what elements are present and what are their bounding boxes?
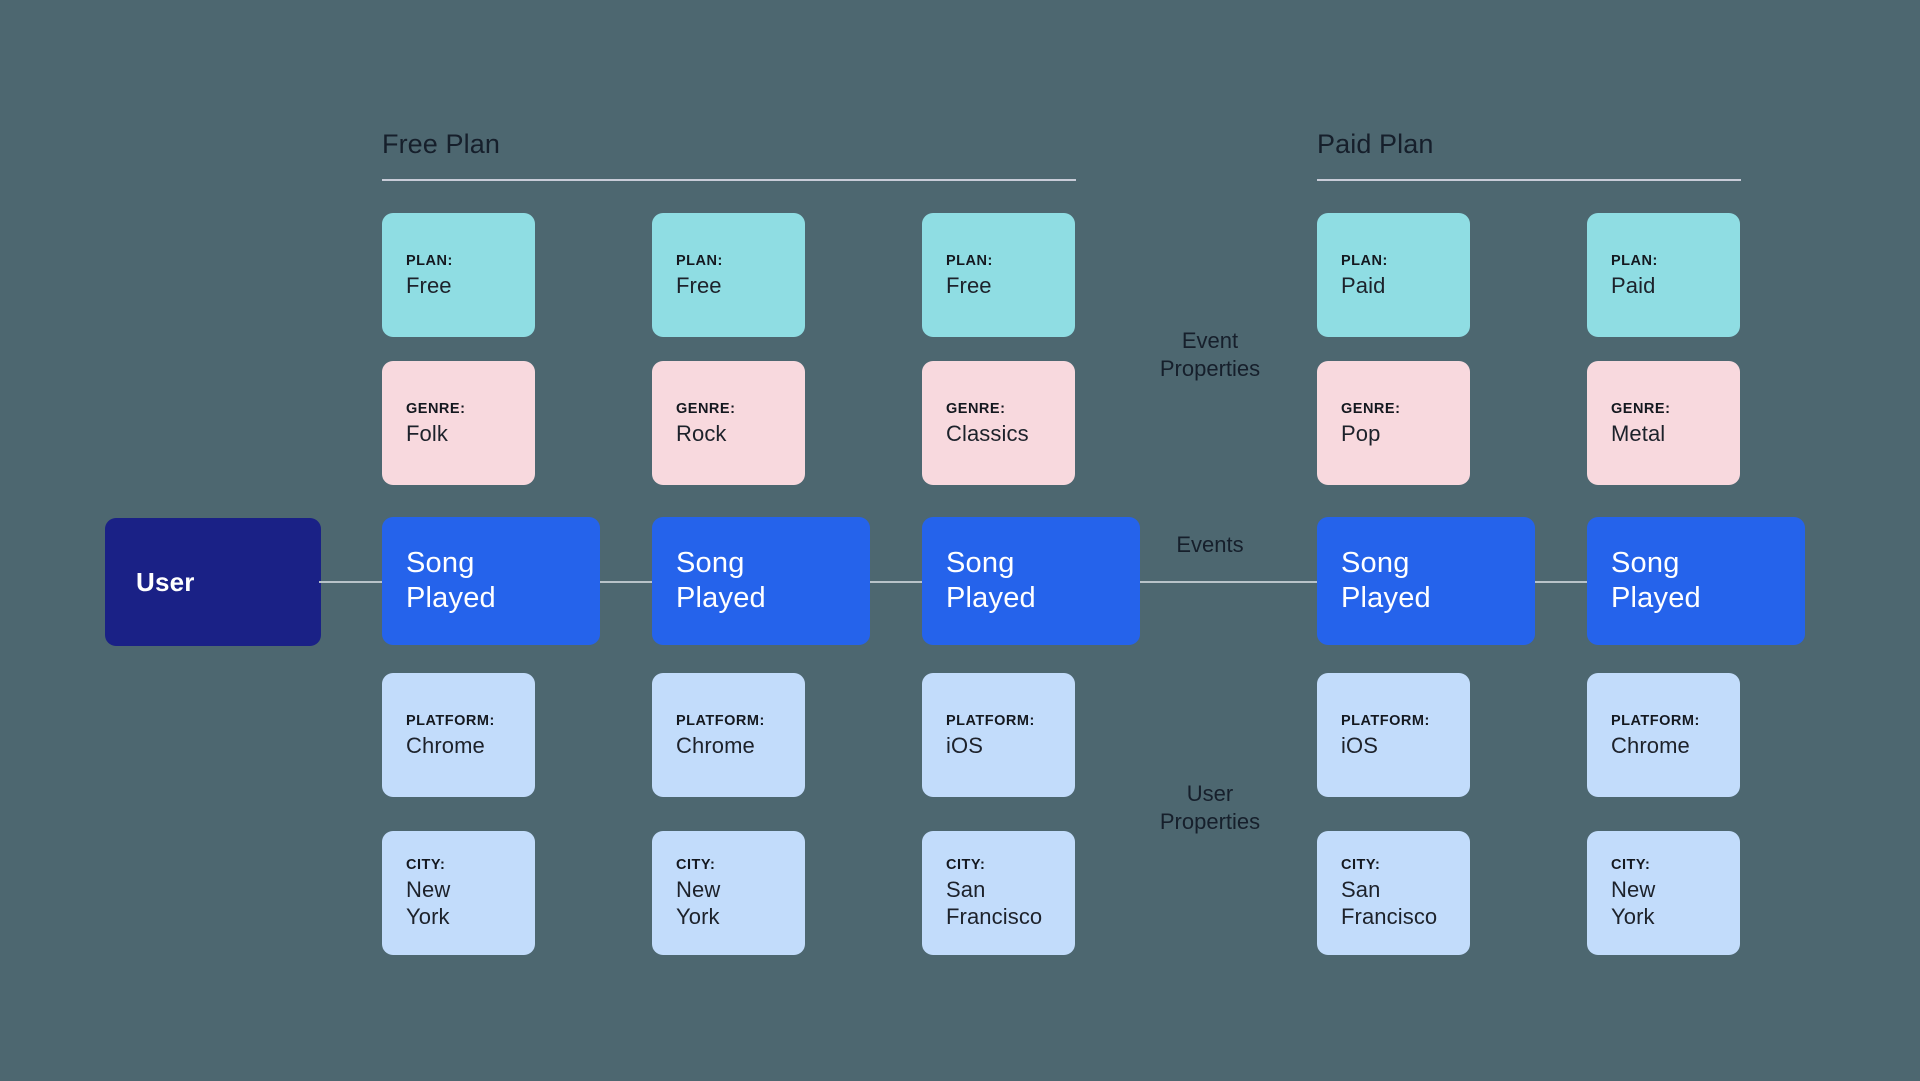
platform-card-2-value: Chrome (676, 732, 755, 758)
city-card-4-key: CITY: (1341, 857, 1381, 873)
city-card-3-key: CITY: (946, 857, 986, 873)
platform-card-1-value: Chrome (406, 732, 485, 758)
plan-card-5[interactable]: PLAN: Paid (1587, 213, 1740, 337)
plan-card-4[interactable]: PLAN: Paid (1317, 213, 1470, 337)
event-node-1[interactable]: Song Played (382, 517, 600, 645)
event-node-1-label: Song Played (406, 547, 496, 614)
connector-user-to-event-1 (319, 581, 385, 583)
city-card-1-value: New York (406, 877, 451, 929)
city-card-5-value: New York (1611, 877, 1656, 929)
connector-event-1-to-2 (598, 581, 655, 583)
annotation-user-properties: User Properties (1159, 781, 1261, 834)
event-node-3[interactable]: Song Played (922, 517, 1140, 645)
platform-card-1-key: PLATFORM: (406, 712, 495, 729)
genre-card-3-value: Classics (946, 420, 1029, 446)
plan-card-1[interactable]: PLAN: Free (382, 213, 535, 337)
event-node-4[interactable]: Song Played (1317, 517, 1535, 645)
platform-card-2-key: PLATFORM: (676, 712, 765, 729)
genre-card-3-key: GENRE: (946, 400, 1006, 417)
platform-card-5-key: PLATFORM: (1611, 712, 1700, 729)
group-title-paid-plan: Paid Plan (1317, 129, 1434, 159)
group-title-free-plan: Free Plan (382, 129, 500, 159)
user-node-label: User (136, 566, 195, 597)
annotation-events: Events (1176, 532, 1244, 557)
plan-card-4-value: Paid (1341, 272, 1386, 298)
plan-card-4-key: PLAN: (1341, 252, 1388, 269)
event-node-3-label: Song Played (946, 547, 1036, 614)
group-rule-free-plan (382, 179, 1076, 181)
plan-card-2-value: Free (676, 272, 722, 298)
genre-card-1[interactable]: GENRE: Folk (382, 361, 535, 485)
annotation-event-properties: Event Properties (1159, 328, 1261, 381)
connector-event-2-to-3 (868, 581, 925, 583)
plan-card-2-key: PLAN: (676, 252, 723, 269)
group-rule-paid-plan (1317, 179, 1741, 181)
genre-card-3[interactable]: GENRE: Classics (922, 361, 1075, 485)
plan-card-3[interactable]: PLAN: Free (922, 213, 1075, 337)
plan-card-5-value: Paid (1611, 272, 1656, 298)
platform-card-5-value: Chrome (1611, 732, 1690, 758)
group-header-paid-plan: Paid Plan (1317, 127, 1741, 181)
city-card-5[interactable]: CITY: New York (1587, 831, 1740, 955)
city-card-4[interactable]: CITY: San Francisco (1317, 831, 1470, 955)
genre-card-5-key: GENRE: (1611, 400, 1671, 417)
platform-card-4[interactable]: PLATFORM: iOS (1317, 673, 1470, 797)
platform-card-2[interactable]: PLATFORM: Chrome (652, 673, 805, 797)
genre-card-5-value: Metal (1611, 420, 1666, 446)
plan-card-3-key: PLAN: (946, 252, 993, 269)
event-node-2[interactable]: Song Played (652, 517, 870, 645)
city-card-3-value: San Francisco (946, 877, 1043, 929)
plan-card-1-key: PLAN: (406, 252, 453, 269)
platform-card-4-value: iOS (1341, 732, 1378, 758)
city-card-5-key: CITY: (1611, 857, 1651, 873)
connector-event-3-to-4 (1138, 581, 1318, 583)
city-card-2-key: CITY: (676, 857, 716, 873)
city-card-1[interactable]: CITY: New York (382, 831, 535, 955)
genre-card-5[interactable]: GENRE: Metal (1587, 361, 1740, 485)
genre-card-1-key: GENRE: (406, 400, 466, 417)
city-card-3[interactable]: CITY: San Francisco (922, 831, 1075, 955)
plan-card-2[interactable]: PLAN: Free (652, 213, 805, 337)
platform-card-3-value: iOS (946, 732, 983, 758)
genre-card-2-key: GENRE: (676, 400, 736, 417)
genre-card-4-key: GENRE: (1341, 400, 1401, 417)
platform-card-5[interactable]: PLATFORM: Chrome (1587, 673, 1740, 797)
city-card-2-value: New York (676, 877, 721, 929)
genre-card-4-value: Pop (1341, 420, 1381, 446)
group-header-free-plan: Free Plan (382, 127, 1076, 181)
city-card-2[interactable]: CITY: New York (652, 831, 805, 955)
connector-event-4-to-5 (1533, 581, 1590, 583)
user-node[interactable]: User (105, 518, 321, 646)
event-node-5-label: Song Played (1611, 547, 1701, 614)
platform-card-1[interactable]: PLATFORM: Chrome (382, 673, 535, 797)
genre-card-2-value: Rock (676, 420, 727, 446)
plan-card-3-value: Free (946, 272, 992, 298)
event-node-5[interactable]: Song Played (1587, 517, 1805, 645)
plan-card-5-key: PLAN: (1611, 252, 1658, 269)
platform-card-4-key: PLATFORM: (1341, 712, 1430, 729)
platform-card-3-key: PLATFORM: (946, 712, 1035, 729)
event-node-4-label: Song Played (1341, 547, 1431, 614)
genre-card-4[interactable]: GENRE: Pop (1317, 361, 1470, 485)
genre-card-2[interactable]: GENRE: Rock (652, 361, 805, 485)
city-card-1-key: CITY: (406, 857, 446, 873)
city-card-4-value: San Francisco (1341, 877, 1438, 929)
genre-card-1-value: Folk (406, 420, 448, 446)
plan-card-1-value: Free (406, 272, 452, 298)
event-node-2-label: Song Played (676, 547, 766, 614)
platform-card-3[interactable]: PLATFORM: iOS (922, 673, 1075, 797)
